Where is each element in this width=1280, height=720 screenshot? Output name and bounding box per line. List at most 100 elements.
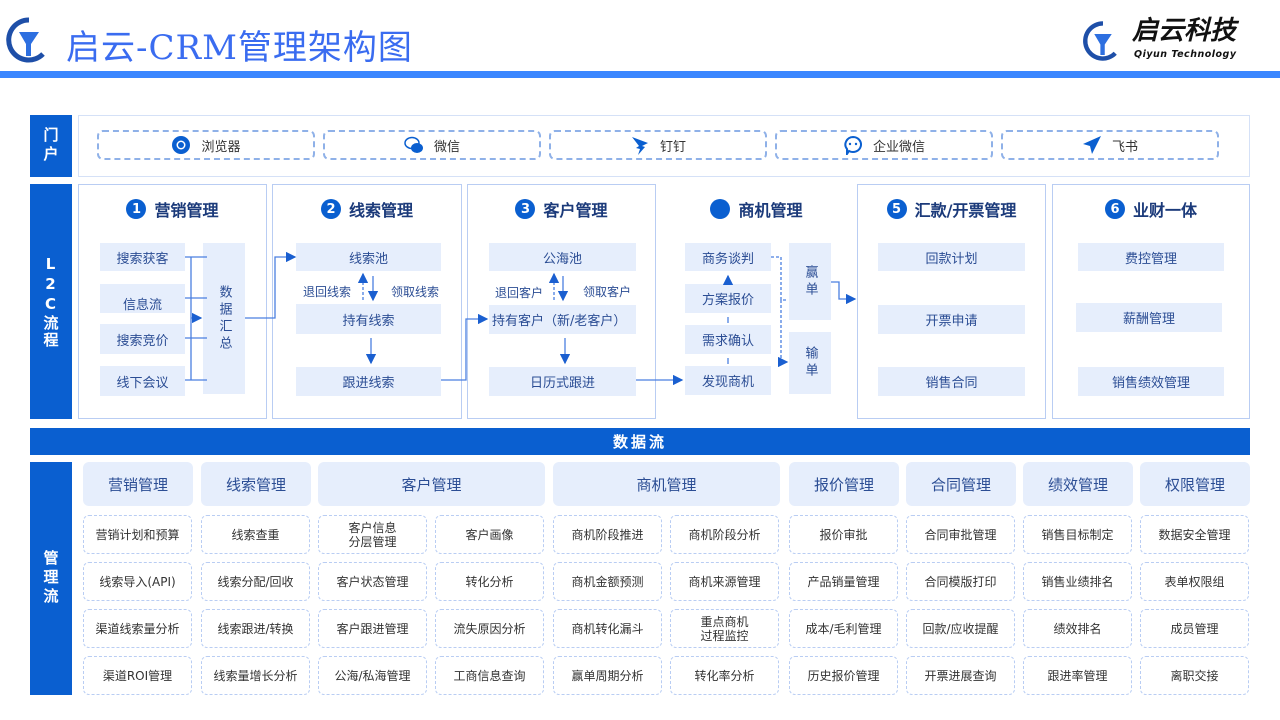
management-header[interactable]: 营销管理 (83, 462, 193, 506)
dingtalk-icon (631, 137, 648, 155)
l2c-col-finance (1052, 184, 1250, 419)
management-header[interactable]: 合同管理 (906, 462, 1016, 506)
management-header[interactable]: 报价管理 (789, 462, 899, 506)
management-item[interactable]: 成本/毛利管理 (789, 609, 898, 648)
l2c-col-marketing (78, 184, 267, 419)
l2c-label: L2C流程 (30, 184, 72, 419)
management-item[interactable]: 公海/私海管理 (318, 656, 427, 695)
heading-text: 营销管理 (154, 201, 219, 220)
management-header[interactable]: 商机管理 (553, 462, 780, 506)
management-item[interactable]: 商机金额预测 (553, 562, 662, 601)
management-item[interactable]: 线索量增长分析 (201, 656, 310, 695)
management-header[interactable]: 客户管理 (318, 462, 545, 506)
col-heading-billing: 5 汇款/开票管理 (857, 197, 1046, 221)
management-item[interactable]: 线索导入(API) (83, 562, 192, 601)
management-item[interactable]: 渠道线索量分析 (83, 609, 192, 648)
col-heading-opportunities: 商机管理 (662, 197, 851, 221)
portal-browser[interactable]: 浏览器 (97, 130, 315, 160)
node-info-flow[interactable]: 信息流 (100, 284, 185, 313)
management-item[interactable]: 客户信息 分层管理 (318, 515, 427, 554)
label-claim-leads: 领取线索 (391, 285, 440, 299)
management-item[interactable]: 报价审批 (789, 515, 898, 554)
management-header[interactable]: 绩效管理 (1023, 462, 1133, 506)
management-item[interactable]: 赢单周期分析 (553, 656, 662, 695)
node-requirement[interactable]: 需求确认 (685, 325, 771, 354)
node-quotation[interactable]: 方案报价 (685, 284, 771, 313)
node-won[interactable]: 赢单 (789, 243, 831, 320)
management-item[interactable]: 合同审批管理 (906, 515, 1015, 554)
management-item[interactable]: 客户跟进管理 (318, 609, 427, 648)
management-item[interactable]: 商机转化漏斗 (553, 609, 662, 648)
portal-label-text: 浏览器 (201, 139, 241, 155)
node-salary[interactable]: 薪酬管理 (1076, 303, 1222, 332)
management-header[interactable]: 权限管理 (1140, 462, 1250, 506)
brand-name: 启云科技 (1132, 16, 1237, 46)
node-lead-pool[interactable]: 线索池 (296, 243, 441, 271)
management-item[interactable]: 线索跟进/转换 (201, 609, 310, 648)
management-header[interactable]: 线索管理 (201, 462, 311, 506)
portal-label-text: 钉钉 (659, 139, 686, 155)
management-item[interactable]: 数据安全管理 (1140, 515, 1249, 554)
node-expense-control[interactable]: 费控管理 (1078, 243, 1224, 271)
management-item[interactable]: 转化率分析 (670, 656, 779, 695)
l2c-col-leads (272, 184, 462, 419)
management-item[interactable]: 渠道ROI管理 (83, 656, 192, 695)
node-discover-opportunity[interactable]: 发现商机 (685, 366, 771, 395)
management-item[interactable]: 回款/应收提醒 (906, 609, 1015, 648)
portal-wecom[interactable]: 企业微信 (775, 130, 993, 160)
header-divider (0, 71, 1280, 78)
label-return-leads: 退回线索 (303, 285, 352, 299)
management-item[interactable]: 客户画像 (435, 515, 544, 554)
management-item[interactable]: 重点商机 过程监控 (670, 609, 779, 648)
management-item[interactable]: 销售目标制定 (1023, 515, 1132, 554)
heading-text: 汇款/开票管理 (914, 201, 1017, 220)
heading-text: 业财一体 (1132, 201, 1197, 220)
portal-label-text: 飞书 (1111, 139, 1138, 155)
management-item[interactable]: 工商信息查询 (435, 656, 544, 695)
node-follow-leads[interactable]: 跟进线索 (296, 367, 441, 396)
management-item[interactable]: 转化分析 (435, 562, 544, 601)
node-sales-performance[interactable]: 销售绩效管理 (1078, 367, 1224, 396)
management-item[interactable]: 流失原因分析 (435, 609, 544, 648)
management-item[interactable]: 商机来源管理 (670, 562, 779, 601)
management-item[interactable]: 开票进展查询 (906, 656, 1015, 695)
management-item[interactable]: 产品销量管理 (789, 562, 898, 601)
node-held-customers[interactable]: 持有客户（新/老客户） (489, 305, 636, 334)
management-item[interactable]: 营销计划和预算 (83, 515, 192, 554)
management-item[interactable]: 线索查重 (201, 515, 310, 554)
management-item[interactable]: 销售业绩排名 (1023, 562, 1132, 601)
portal-dingtalk[interactable]: 钉钉 (549, 130, 767, 160)
portal-feishu[interactable]: 飞书 (1001, 130, 1219, 160)
step-number: 1 (126, 199, 147, 219)
node-payment-plan[interactable]: 回款计划 (878, 243, 1025, 271)
chrome-icon (172, 136, 191, 154)
node-search-bidding[interactable]: 搜索竞价 (100, 324, 185, 354)
management-label: 管理流 (30, 462, 72, 695)
management-item[interactable]: 客户状态管理 (318, 562, 427, 601)
management-item[interactable]: 成员管理 (1140, 609, 1249, 648)
management-item[interactable]: 线索分配/回收 (201, 562, 310, 601)
logo-icon (6, 17, 45, 63)
portal-label-text: 微信 (433, 139, 460, 155)
management-item[interactable]: 绩效排名 (1023, 609, 1132, 648)
node-held-leads[interactable]: 持有线索 (296, 304, 441, 334)
management-item[interactable]: 历史报价管理 (789, 656, 898, 695)
node-search-acquire[interactable]: 搜索获客 (100, 243, 185, 271)
management-item[interactable]: 离职交接 (1140, 656, 1249, 695)
node-offline-meeting[interactable]: 线下会议 (100, 366, 185, 396)
node-invoice-request[interactable]: 开票申请 (878, 305, 1025, 334)
node-sales-contract[interactable]: 销售合同 (878, 367, 1025, 396)
management-item[interactable]: 跟进率管理 (1023, 656, 1132, 695)
node-calendar-follow[interactable]: 日历式跟进 (489, 367, 636, 396)
portal-wechat[interactable]: 微信 (323, 130, 541, 160)
management-item[interactable]: 商机阶段推进 (553, 515, 662, 554)
management-item[interactable]: 商机阶段分析 (670, 515, 779, 554)
step-number: 5 (886, 199, 907, 219)
management-item[interactable]: 合同模版打印 (906, 562, 1015, 601)
management-item[interactable]: 表单权限组 (1140, 562, 1249, 601)
l2c-col-customers (467, 184, 656, 419)
node-public-pool[interactable]: 公海池 (489, 243, 636, 271)
portal-panel (78, 115, 1250, 177)
